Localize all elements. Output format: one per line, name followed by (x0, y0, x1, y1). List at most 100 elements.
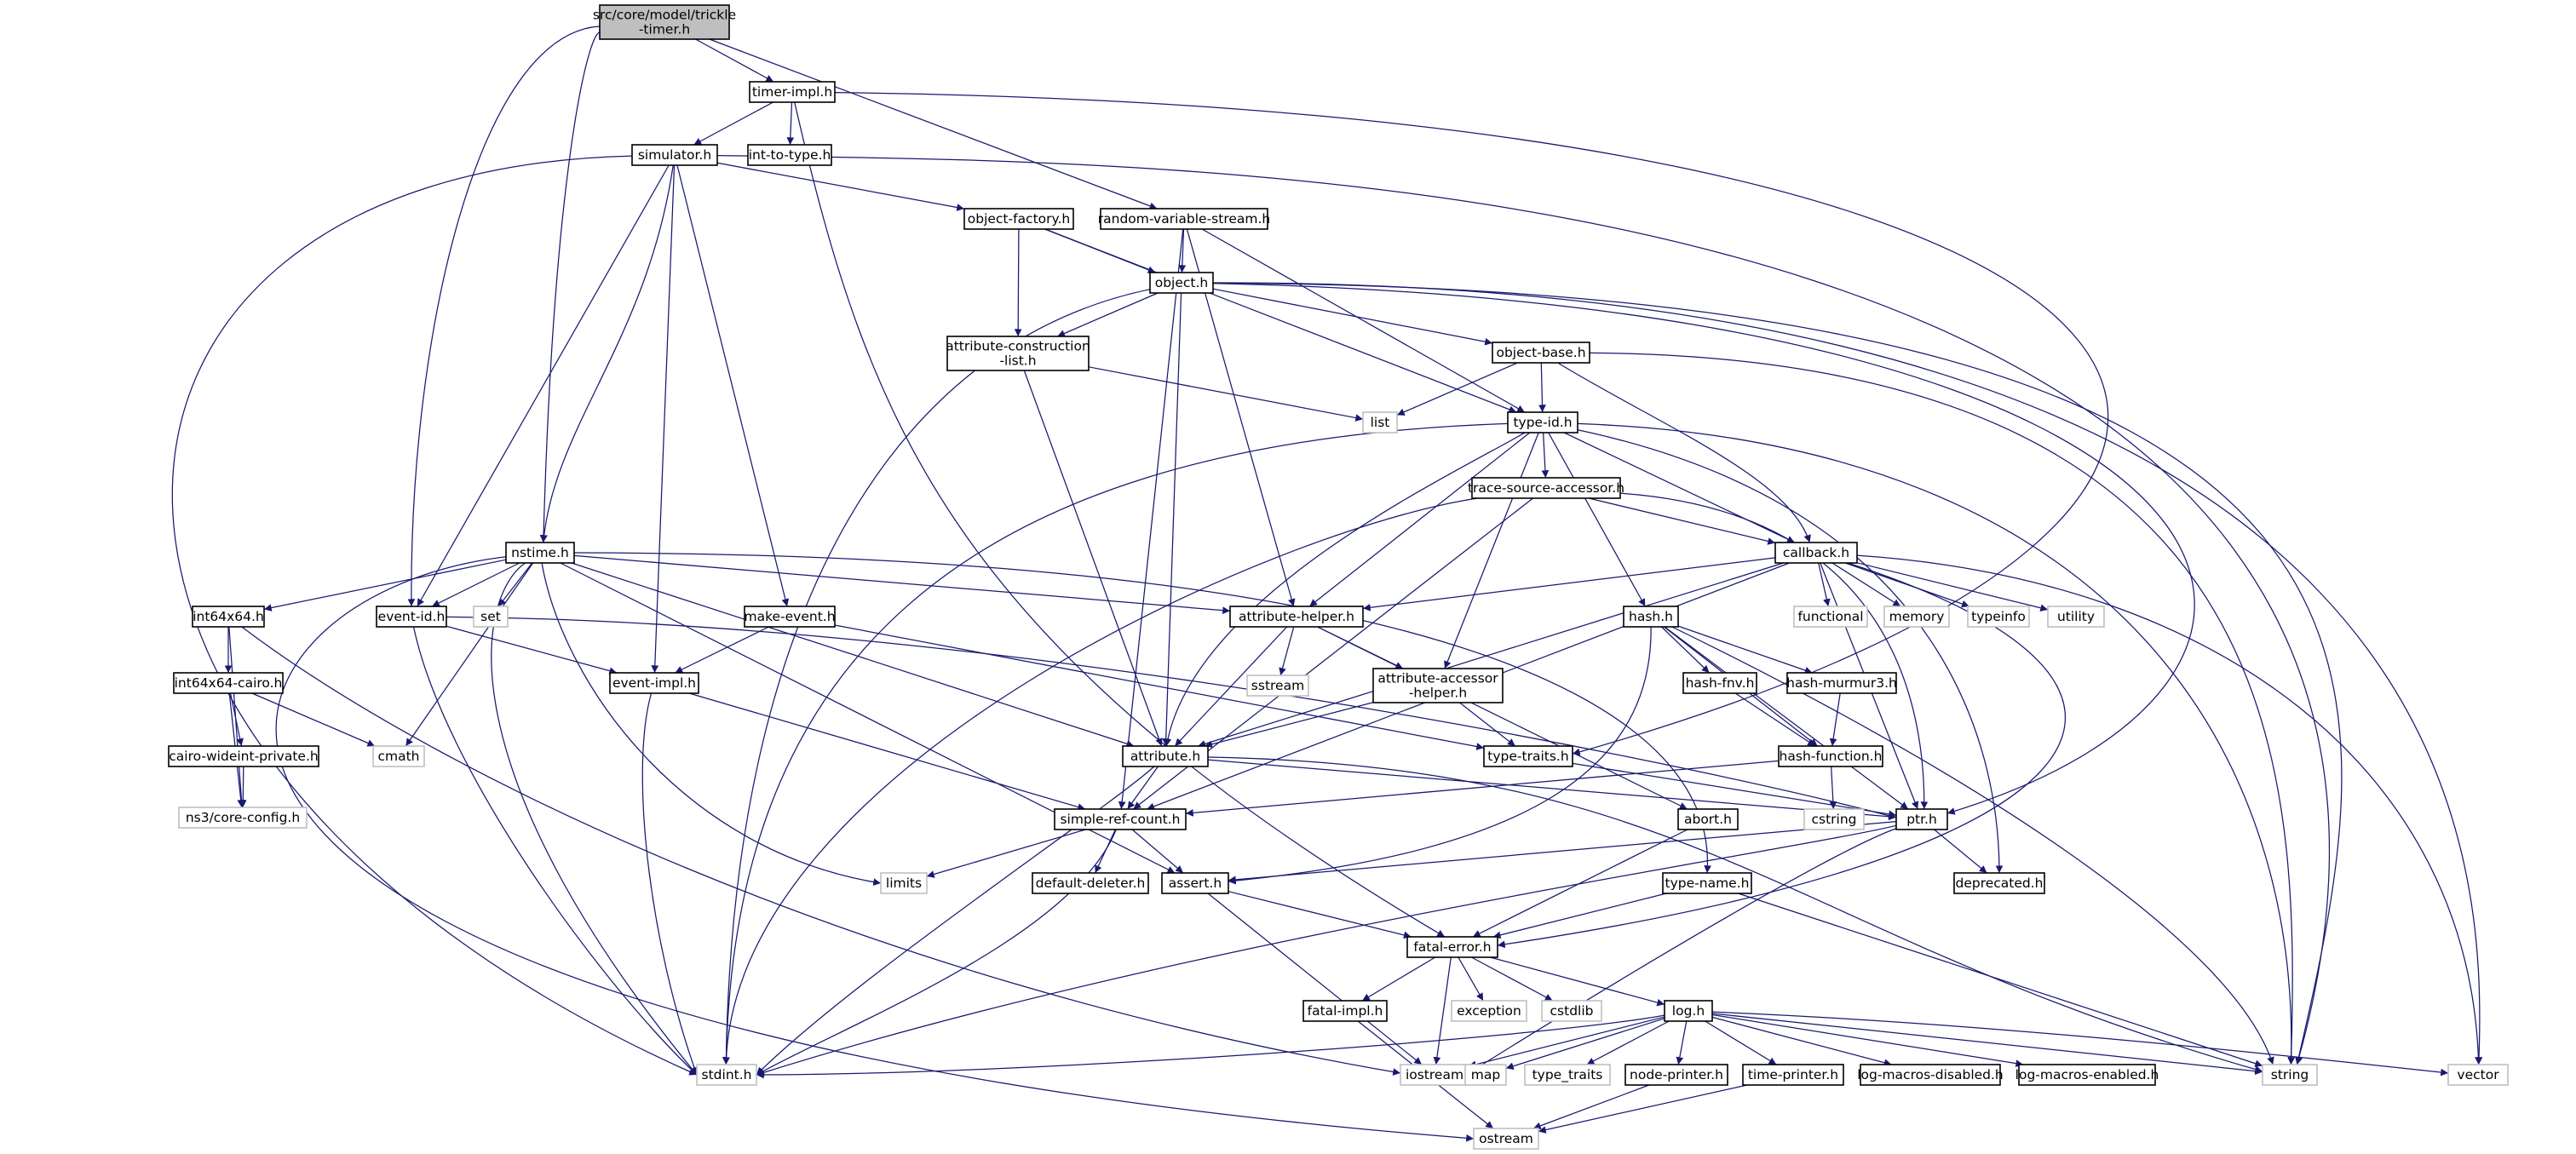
edge-object-base-to-string (1589, 352, 2296, 1065)
node-simulator[interactable]: simulator.h (631, 144, 718, 166)
node-hash-murmur3[interactable]: hash-murmur3.h (1786, 672, 1897, 694)
node-label: type-traits.h (1487, 749, 1568, 764)
node-box (1100, 208, 1268, 230)
node-int64x64-cairo[interactable]: int64x64-cairo.h (173, 672, 284, 694)
node-random-variable-stream[interactable]: random-variable-stream.h (1098, 208, 1270, 230)
node-type-name[interactable]: type-name.h (1662, 872, 1752, 894)
node-label: event-impl.h (612, 675, 696, 691)
node-root[interactable]: src/core/model/trickle-timer.h (593, 4, 736, 40)
edge-callback-to-utility (1856, 562, 2049, 612)
edge-timer-impl-to-type-traits (834, 91, 2109, 756)
node-box (173, 672, 284, 694)
node-event-id[interactable]: event-id.h (376, 606, 447, 628)
node-fatal-error[interactable]: fatal-error.h (1406, 936, 1498, 958)
node-ostream: ostream (1473, 1128, 1539, 1150)
edge-type-id-to-deprecated (1577, 429, 2004, 874)
node-attribute-construction-list[interactable]: attribute-construction-list.h (946, 336, 1090, 371)
node-type-id[interactable]: type-id.h (1507, 411, 1578, 433)
node-trace-source-accessor[interactable]: trace-source-accessor.h (1468, 477, 1624, 499)
node-label: simulator.h (638, 147, 711, 163)
node-label: typeinfo (1971, 609, 2026, 624)
node-default-deleter[interactable]: default-deleter.h (1032, 872, 1149, 894)
node-abort[interactable]: abort.h (1677, 808, 1739, 830)
node-label: sstream (1251, 678, 1304, 693)
node-box (1451, 1000, 1527, 1022)
node-int64x64[interactable]: int64x64.h (192, 606, 265, 628)
node-object-factory[interactable]: object-factory.h (963, 208, 1074, 230)
node-typeinfo: typeinfo (1967, 606, 2030, 628)
node-nstime[interactable]: nstime.h (505, 542, 575, 564)
node-label: memory (1889, 609, 1945, 624)
node-box (1967, 606, 2030, 628)
node-ptr[interactable]: ptr.h (1895, 808, 1948, 830)
edge-hash-fnv-to-hash-function (1734, 692, 1816, 747)
node-stdint: stdint.h (696, 1064, 757, 1086)
node-attribute-helper[interactable]: attribute-helper.h (1229, 606, 1364, 628)
node-assert[interactable]: assert.h (1161, 872, 1229, 894)
edge-timer-impl-to-int-to-type (786, 101, 795, 146)
node-int-to-type[interactable]: int-to-type.h (747, 144, 832, 166)
node-box (1149, 272, 1214, 294)
node-label: ostream (1479, 1131, 1533, 1146)
node-label: vector (2457, 1067, 2499, 1082)
node-box (1778, 745, 1883, 767)
edge-nstime-to-ostream (275, 556, 1475, 1142)
edge-attribute-to-ptr (1207, 759, 1897, 821)
node-label: object-factory.h (968, 211, 1070, 227)
node-object[interactable]: object.h (1149, 272, 1214, 294)
node-label: int64x64.h (193, 609, 264, 624)
node-fatal-impl[interactable]: fatal-impl.h (1302, 1000, 1388, 1022)
node-node-printer[interactable]: node-printer.h (1624, 1064, 1728, 1086)
node-log-macros-enabled[interactable]: log-macros-enabled.h (2015, 1064, 2159, 1086)
node-hash[interactable]: hash.h (1623, 606, 1679, 628)
edge-simulator-to-stdint (171, 155, 698, 1076)
edge-hash-to-hash-fnv (1661, 626, 1710, 674)
node-attribute-accessor-helper[interactable]: attribute-accessor-helper.h (1372, 668, 1504, 703)
edge-assert-to-iostream (1207, 893, 1423, 1065)
node-attribute[interactable]: attribute.h (1122, 745, 1209, 767)
edge-event-id-to-stdint (412, 626, 698, 1076)
node-label: hash-fnv.h (1686, 675, 1755, 691)
node-deprecated[interactable]: deprecated.h (1953, 872, 2045, 894)
node-label: assert.h (1169, 876, 1222, 891)
edge-simulator-to-make-event (676, 164, 790, 607)
dependency-edges (171, 26, 2483, 1142)
node-object-base[interactable]: object-base.h (1492, 342, 1590, 364)
node-box (1786, 672, 1897, 694)
edge-nstime-to-attribute-helper (573, 554, 1231, 615)
node-box (946, 336, 1090, 371)
edge-node-printer-to-ostream (1532, 1084, 1650, 1130)
node-type-traits[interactable]: type-traits.h (1483, 745, 1573, 767)
node-label: make-event.h (744, 609, 835, 624)
node-simple-ref-count[interactable]: simple-ref-count.h (1054, 808, 1187, 830)
node-cairo-wideint-private[interactable]: cairo-wideint-private.h (168, 745, 319, 767)
node-label: hash-function.h (1780, 749, 1883, 764)
edge-simulator-to-event-impl (651, 164, 676, 674)
node-log[interactable]: log.h (1664, 1000, 1713, 1022)
node-label: time-printer.h (1748, 1067, 1838, 1082)
node-box (2262, 1064, 2318, 1086)
edge-simulator-to-string (716, 155, 2331, 1065)
node-make-event[interactable]: make-event.h (744, 606, 836, 628)
node-box (1302, 1000, 1388, 1022)
node-hash-function[interactable]: hash-function.h (1778, 745, 1883, 767)
edge-ptr-to-stdint (756, 824, 1897, 1076)
edge-hash-function-to-cstring (1829, 766, 1837, 810)
edge-root-to-timer-impl (695, 38, 774, 83)
edge-nstime-to-event-id (431, 562, 520, 607)
node-hash-fnv[interactable]: hash-fnv.h (1682, 672, 1757, 694)
node-log-macros-disabled[interactable]: log-macros-disabled.h (1857, 1064, 2004, 1086)
node-box (1362, 411, 1398, 433)
edge-log-to-type_traits (1586, 1020, 1670, 1065)
node-label: attribute-construction (946, 338, 1090, 353)
node-label: limits (886, 876, 922, 891)
node-box (1372, 668, 1504, 703)
edge-fatal-error-to-cstdlib (1471, 956, 1553, 1002)
node-event-impl[interactable]: event-impl.h (609, 672, 699, 694)
node-callback[interactable]: callback.h (1774, 542, 1858, 564)
node-time-printer[interactable]: time-printer.h (1742, 1064, 1844, 1086)
node-timer-impl[interactable]: timer-impl.h (749, 81, 836, 103)
edge-attribute-to-string (1207, 756, 2263, 1073)
node-box (168, 745, 319, 767)
